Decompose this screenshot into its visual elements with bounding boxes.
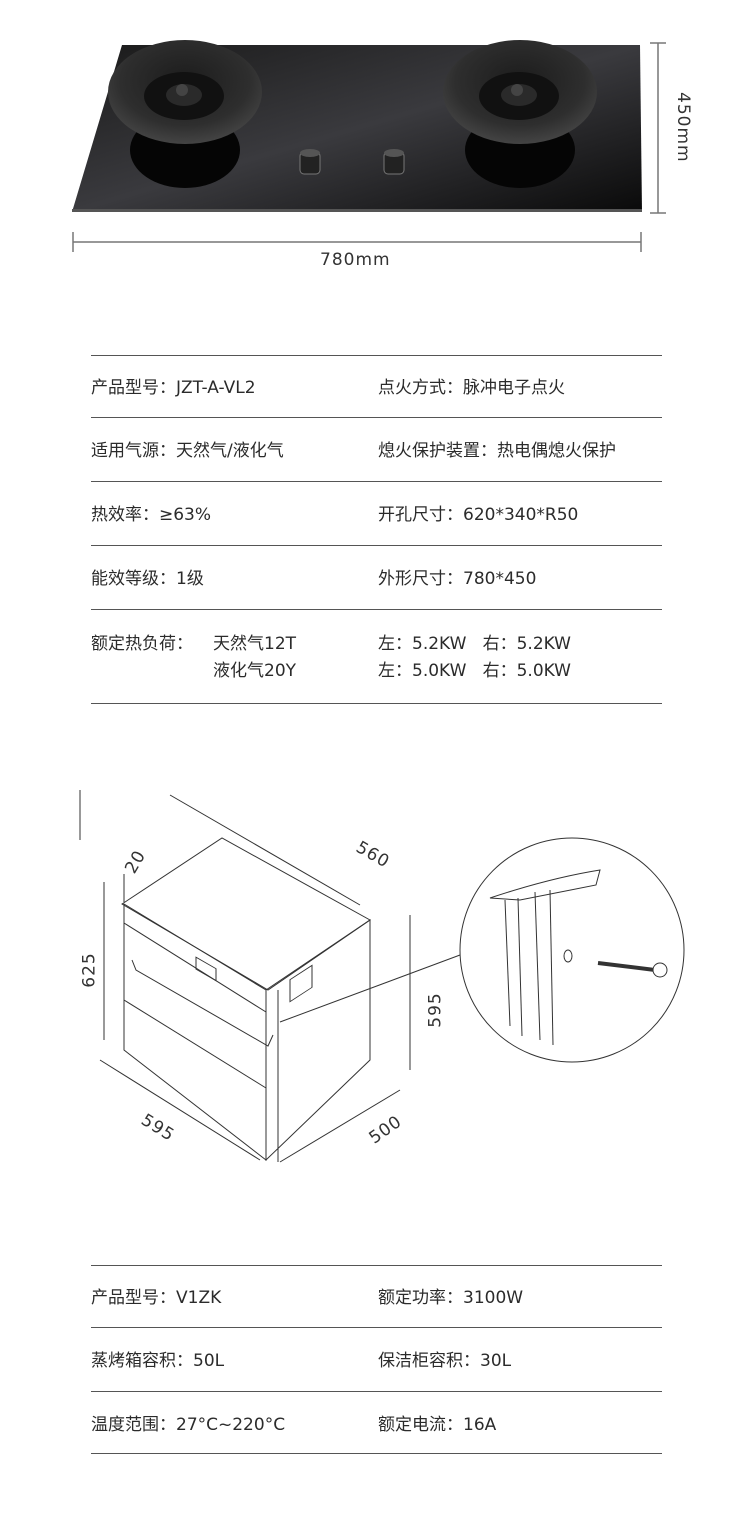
divider	[91, 1453, 662, 1454]
oven-spec-cabinet-capacity: 保洁柜容积：30L	[378, 1351, 512, 1371]
knob-right	[383, 149, 405, 175]
dim-625: 625	[79, 952, 100, 988]
divider	[91, 703, 662, 704]
cooktop-image	[72, 40, 666, 252]
burner-left	[108, 40, 262, 188]
knob-left	[299, 149, 321, 175]
heat-load-values: 左：5.2KW 右：5.2KW	[378, 634, 571, 654]
divider	[91, 1391, 662, 1392]
oven-spec-power: 额定功率：3100W	[378, 1288, 524, 1308]
spec-heat-load-label: 额定热负荷：	[91, 634, 193, 654]
spec-cutout: 开孔尺寸：620*340*R50	[378, 505, 579, 525]
heat-load-gas: 液化气20Y	[213, 661, 297, 681]
oven-spec-model: 产品型号：V1ZK	[91, 1288, 222, 1308]
cooktop-height-label: 450mm	[673, 92, 693, 163]
oven-spec-steam-capacity: 蒸烤箱容积：50L	[91, 1351, 225, 1371]
spec-gas-source: 适用气源：天然气/液化气	[91, 441, 284, 461]
cooktop-width-label: 780mm	[320, 250, 391, 270]
divider	[91, 609, 662, 610]
oven-spec-current: 额定电流：16A	[378, 1415, 497, 1435]
oven-dimension-diagram	[79, 790, 685, 1163]
spec-model: 产品型号：JZT-A-VL2	[91, 378, 256, 398]
divider	[91, 417, 662, 418]
spec-ignition: 点火方式：脉冲电子点火	[378, 378, 565, 398]
divider	[91, 1327, 662, 1328]
divider	[91, 545, 662, 546]
oven-spec-temp-range: 温度范围：27°C~220°C	[91, 1415, 286, 1435]
heat-load-values: 左：5.0KW 右：5.0KW	[378, 661, 571, 681]
divider	[91, 1265, 662, 1266]
divider	[91, 481, 662, 482]
spec-flame-protection: 熄火保护装置：热电偶熄火保护	[378, 441, 616, 461]
spec-efficiency: 热效率：≥63%	[91, 505, 212, 525]
dim-595-height: 595	[425, 992, 446, 1028]
spec-energy-grade: 能效等级：1级	[91, 569, 204, 589]
burner-right	[443, 40, 597, 188]
spec-dimensions: 外形尺寸：780*450	[378, 569, 537, 589]
divider	[91, 355, 662, 356]
heat-load-gas: 天然气12T	[213, 634, 297, 654]
